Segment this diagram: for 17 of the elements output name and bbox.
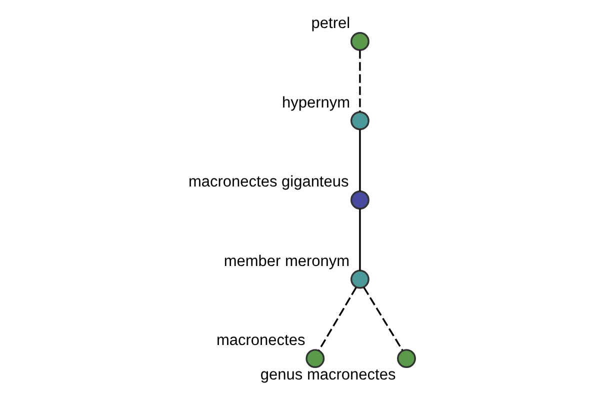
connector [362,287,403,351]
connector [358,129,360,192]
node-label: petrel [310,15,350,32]
node-circle [350,270,369,289]
connector [358,208,360,270]
node-label: member meronym [223,252,350,270]
connector [318,287,356,351]
node-label: hypernym [281,94,350,112]
node-circle [305,349,324,368]
node-circle [350,190,369,210]
connector [358,50,360,112]
node-label: macronectes [216,332,305,350]
node-label: macronectes giganteus [188,174,348,191]
node-label: genus macronectes [260,366,396,384]
node-circle [396,349,416,368]
node-circle [350,32,369,51]
node-circle [350,111,369,130]
